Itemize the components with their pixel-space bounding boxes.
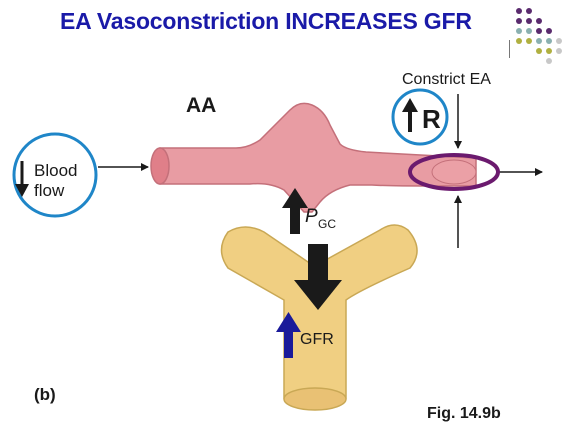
decorative-divider xyxy=(509,40,510,58)
gfr-indicator: GFR xyxy=(276,312,334,358)
slide-title: EA Vasoconstriction INCREASES GFR xyxy=(60,8,472,34)
bowmans-capsule xyxy=(220,224,418,411)
constriction-ring xyxy=(408,153,500,191)
figure-reference: Fig. 14.9b xyxy=(427,405,501,422)
down-arrow-icon xyxy=(294,280,342,310)
constrict-ea-label: Constrict EA xyxy=(402,71,491,88)
up-arrow-icon xyxy=(282,188,308,208)
afferent-arteriole-label: AA xyxy=(186,94,216,117)
blood-flow-callout: Blood flow xyxy=(12,132,98,218)
down-arrow-icon xyxy=(15,184,29,197)
resistance-callout: R xyxy=(391,88,449,146)
resistance-label: R xyxy=(422,104,441,134)
up-arrow-icon xyxy=(276,312,301,332)
pgc-label-p: P xyxy=(305,206,318,227)
up-arrow-icon xyxy=(402,98,418,112)
arteriole-vessel xyxy=(150,102,477,213)
decorative-dot-grid xyxy=(516,8,562,66)
filtration-arrow xyxy=(294,244,342,310)
gfr-label: GFR xyxy=(300,331,334,348)
blood-flow-label-line2: flow xyxy=(34,181,65,200)
pgc-label-subscript: GC xyxy=(318,217,336,231)
panel-label: (b) xyxy=(34,385,56,404)
pgc-indicator: P GC xyxy=(282,188,336,234)
blood-flow-label-line1: Blood xyxy=(34,161,77,180)
